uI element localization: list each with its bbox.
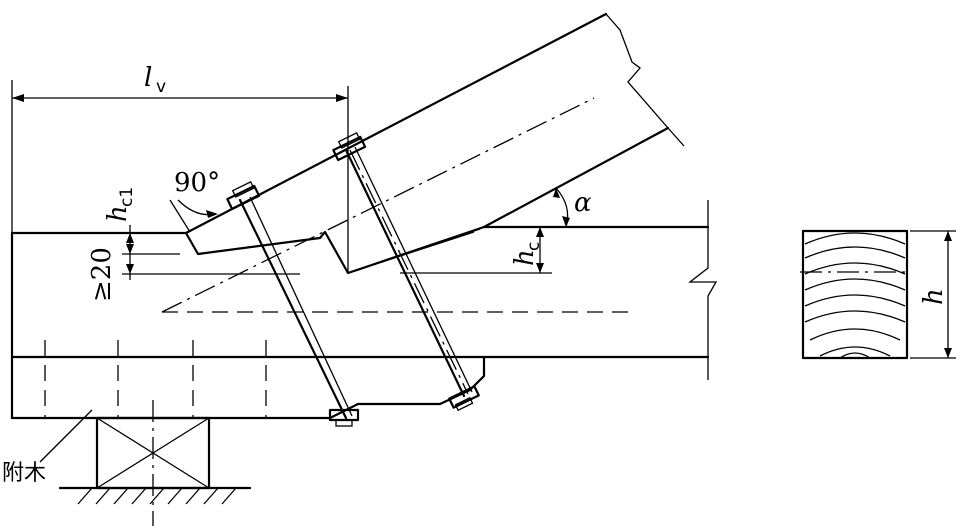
label-hc-sub: c <box>524 242 544 251</box>
label-hc1: h <box>103 205 133 222</box>
label-lv: l <box>144 63 152 93</box>
label-hc1-sub: c1 <box>117 187 137 207</box>
bolts <box>226 132 480 427</box>
label-alpha: α <box>574 188 592 218</box>
cross-section <box>800 229 956 360</box>
washer-4 <box>448 385 480 412</box>
upper-chord <box>161 12 685 313</box>
label-attached-timber: 附木 <box>2 461 46 486</box>
label-hc: h <box>510 249 540 266</box>
support-block <box>39 400 252 526</box>
dimensions <box>11 80 570 280</box>
label-lv-sub: v <box>156 77 166 97</box>
washer-3 <box>328 408 360 427</box>
washer-1 <box>226 181 261 211</box>
labels: l v 90° h c1 ≥20 h c α h 附木 <box>2 63 949 486</box>
label-min-20: ≥20 <box>87 247 117 302</box>
lower-chord <box>10 200 718 420</box>
label-90-degree: 90° <box>174 168 220 198</box>
label-h: h <box>919 288 949 305</box>
